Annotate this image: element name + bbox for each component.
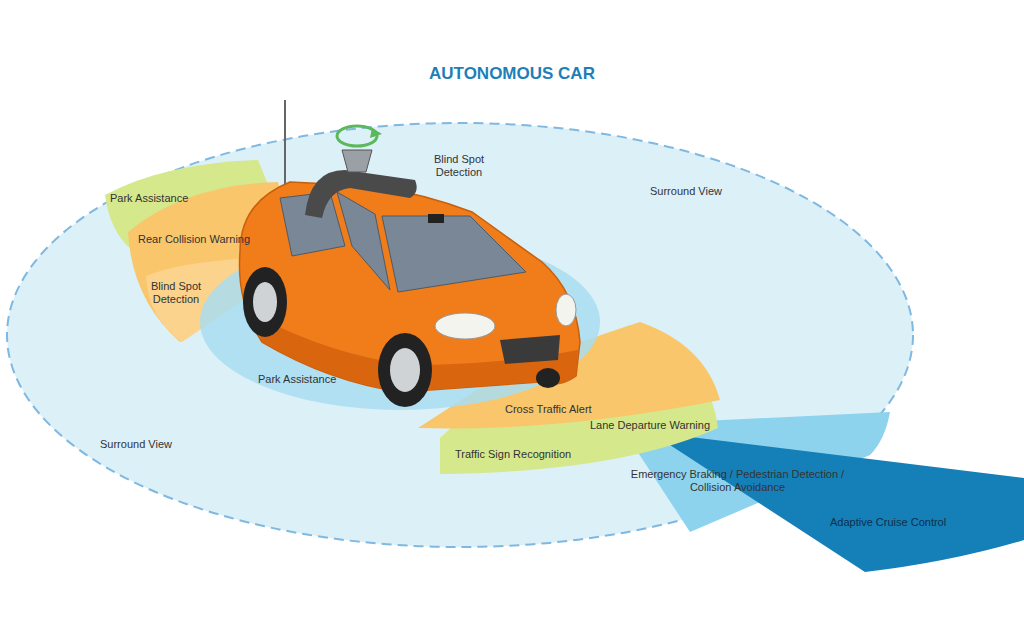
grille: [500, 335, 560, 364]
sensor-mount: [305, 170, 417, 218]
feature-label: Park Assistance: [110, 192, 188, 205]
feature-label: Adaptive Cruise Control: [830, 516, 946, 529]
rim: [253, 282, 277, 322]
feature-label: Surround View: [100, 438, 172, 451]
feature-label: Blind Spot Detection: [420, 153, 498, 179]
camera: [428, 214, 444, 223]
feature-label: Traffic Sign Recognition: [455, 448, 571, 461]
feature-label: Emergency Braking / Pedestrian Detection…: [615, 468, 860, 494]
wheel: [378, 333, 432, 407]
lidar-sensor: [342, 150, 372, 172]
side-window: [337, 192, 390, 290]
adaptive-cruise-zone: [650, 432, 1024, 572]
feature-label: Park Assistance: [258, 373, 336, 386]
windshield: [382, 216, 526, 292]
feature-label: Rear Collision Warning: [138, 233, 250, 246]
feature-label: Lane Departure Warning: [590, 419, 710, 432]
diagram-title: AUTONOMOUS CAR: [429, 64, 595, 84]
feature-label: Cross Traffic Alert: [505, 403, 592, 416]
surround-view-zone: [7, 123, 913, 547]
feature-label: Surround View: [650, 185, 722, 198]
wheel: [243, 267, 287, 337]
headlight: [556, 294, 576, 326]
car-body: [239, 182, 580, 392]
feature-label: Blind Spot Detection: [140, 280, 212, 306]
headlight: [435, 313, 495, 339]
rotation-arrowhead: [370, 128, 382, 138]
rim: [390, 348, 420, 392]
wheel: [536, 368, 560, 388]
